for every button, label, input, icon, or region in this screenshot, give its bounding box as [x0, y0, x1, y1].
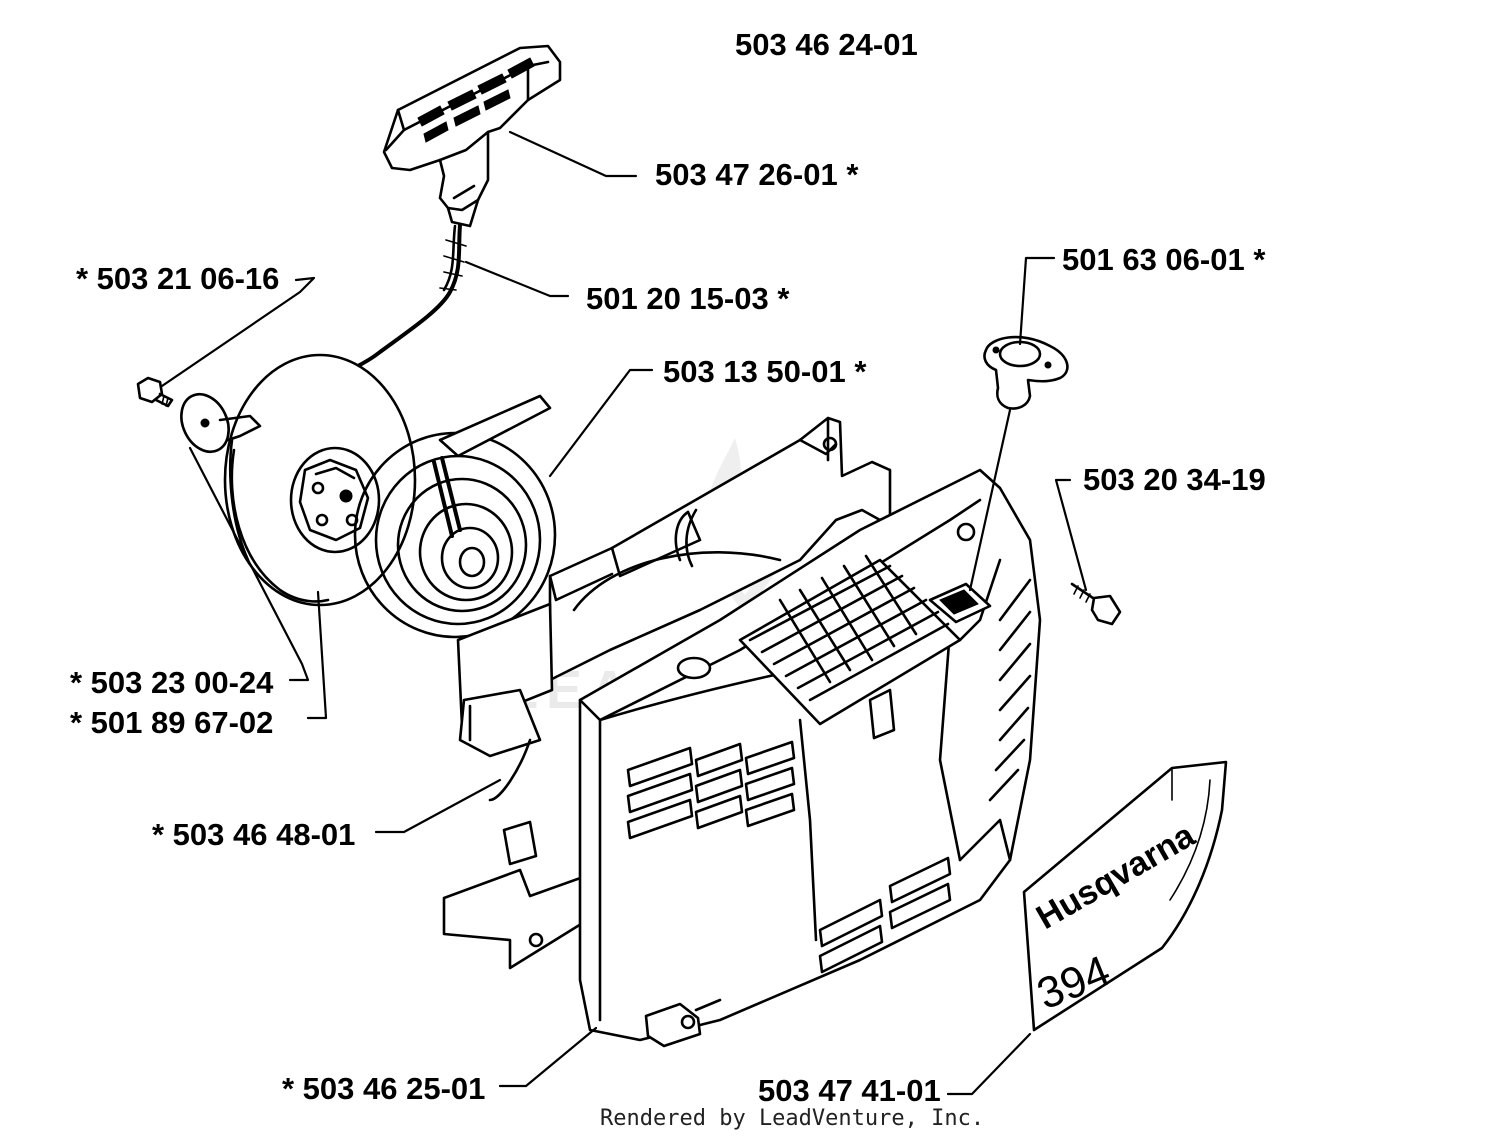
starter-base-plate[interactable]: [442, 416, 892, 970]
part-label-503-47-41-01: 503 47 41-01: [758, 1073, 941, 1108]
assembly-number: 503 46 24-01: [735, 27, 918, 62]
starter-pulley[interactable]: [218, 353, 417, 607]
husqvarna-decal[interactable]: Husqvarna 394: [1022, 760, 1228, 1032]
part-label-503-46-48-01: * 503 46 48-01: [152, 817, 355, 852]
part-label-503-23-00-24: * 503 23 00-24: [70, 665, 274, 700]
starter-handle[interactable]: [382, 44, 562, 228]
recoil-spring[interactable]: [353, 394, 557, 639]
part-label-501-89-67-02: * 501 89 67-02: [70, 705, 273, 740]
fan-cover[interactable]: [572, 468, 1042, 1048]
part-label-501-20-15-03: 501 20 15-03 *: [586, 281, 790, 316]
part-label-503-13-50-01: 503 13 50-01 *: [663, 354, 867, 389]
part-label-503-20-34-19: 503 20 34-19: [1083, 462, 1266, 497]
part-label-501-63-06-01: 501 63 06-01 *: [1062, 242, 1266, 277]
part-label-503-47-26-01: 503 47 26-01 *: [655, 157, 859, 192]
leader-lines: [160, 130, 1088, 1096]
footer-credit: Rendered by LeadVenture, Inc.: [600, 1106, 984, 1131]
air-intake-cap[interactable]: [983, 335, 1069, 410]
part-labels: 503 47 26-01 * * 503 21 06-16 501 20 15-…: [70, 157, 1266, 1108]
part-label-503-46-25-01: * 503 46 25-01: [282, 1071, 485, 1106]
screw-and-washer[interactable]: [136, 376, 238, 459]
cover-screw[interactable]: [1070, 582, 1122, 626]
part-label-503-21-06-16: * 503 21 06-16: [76, 261, 279, 296]
